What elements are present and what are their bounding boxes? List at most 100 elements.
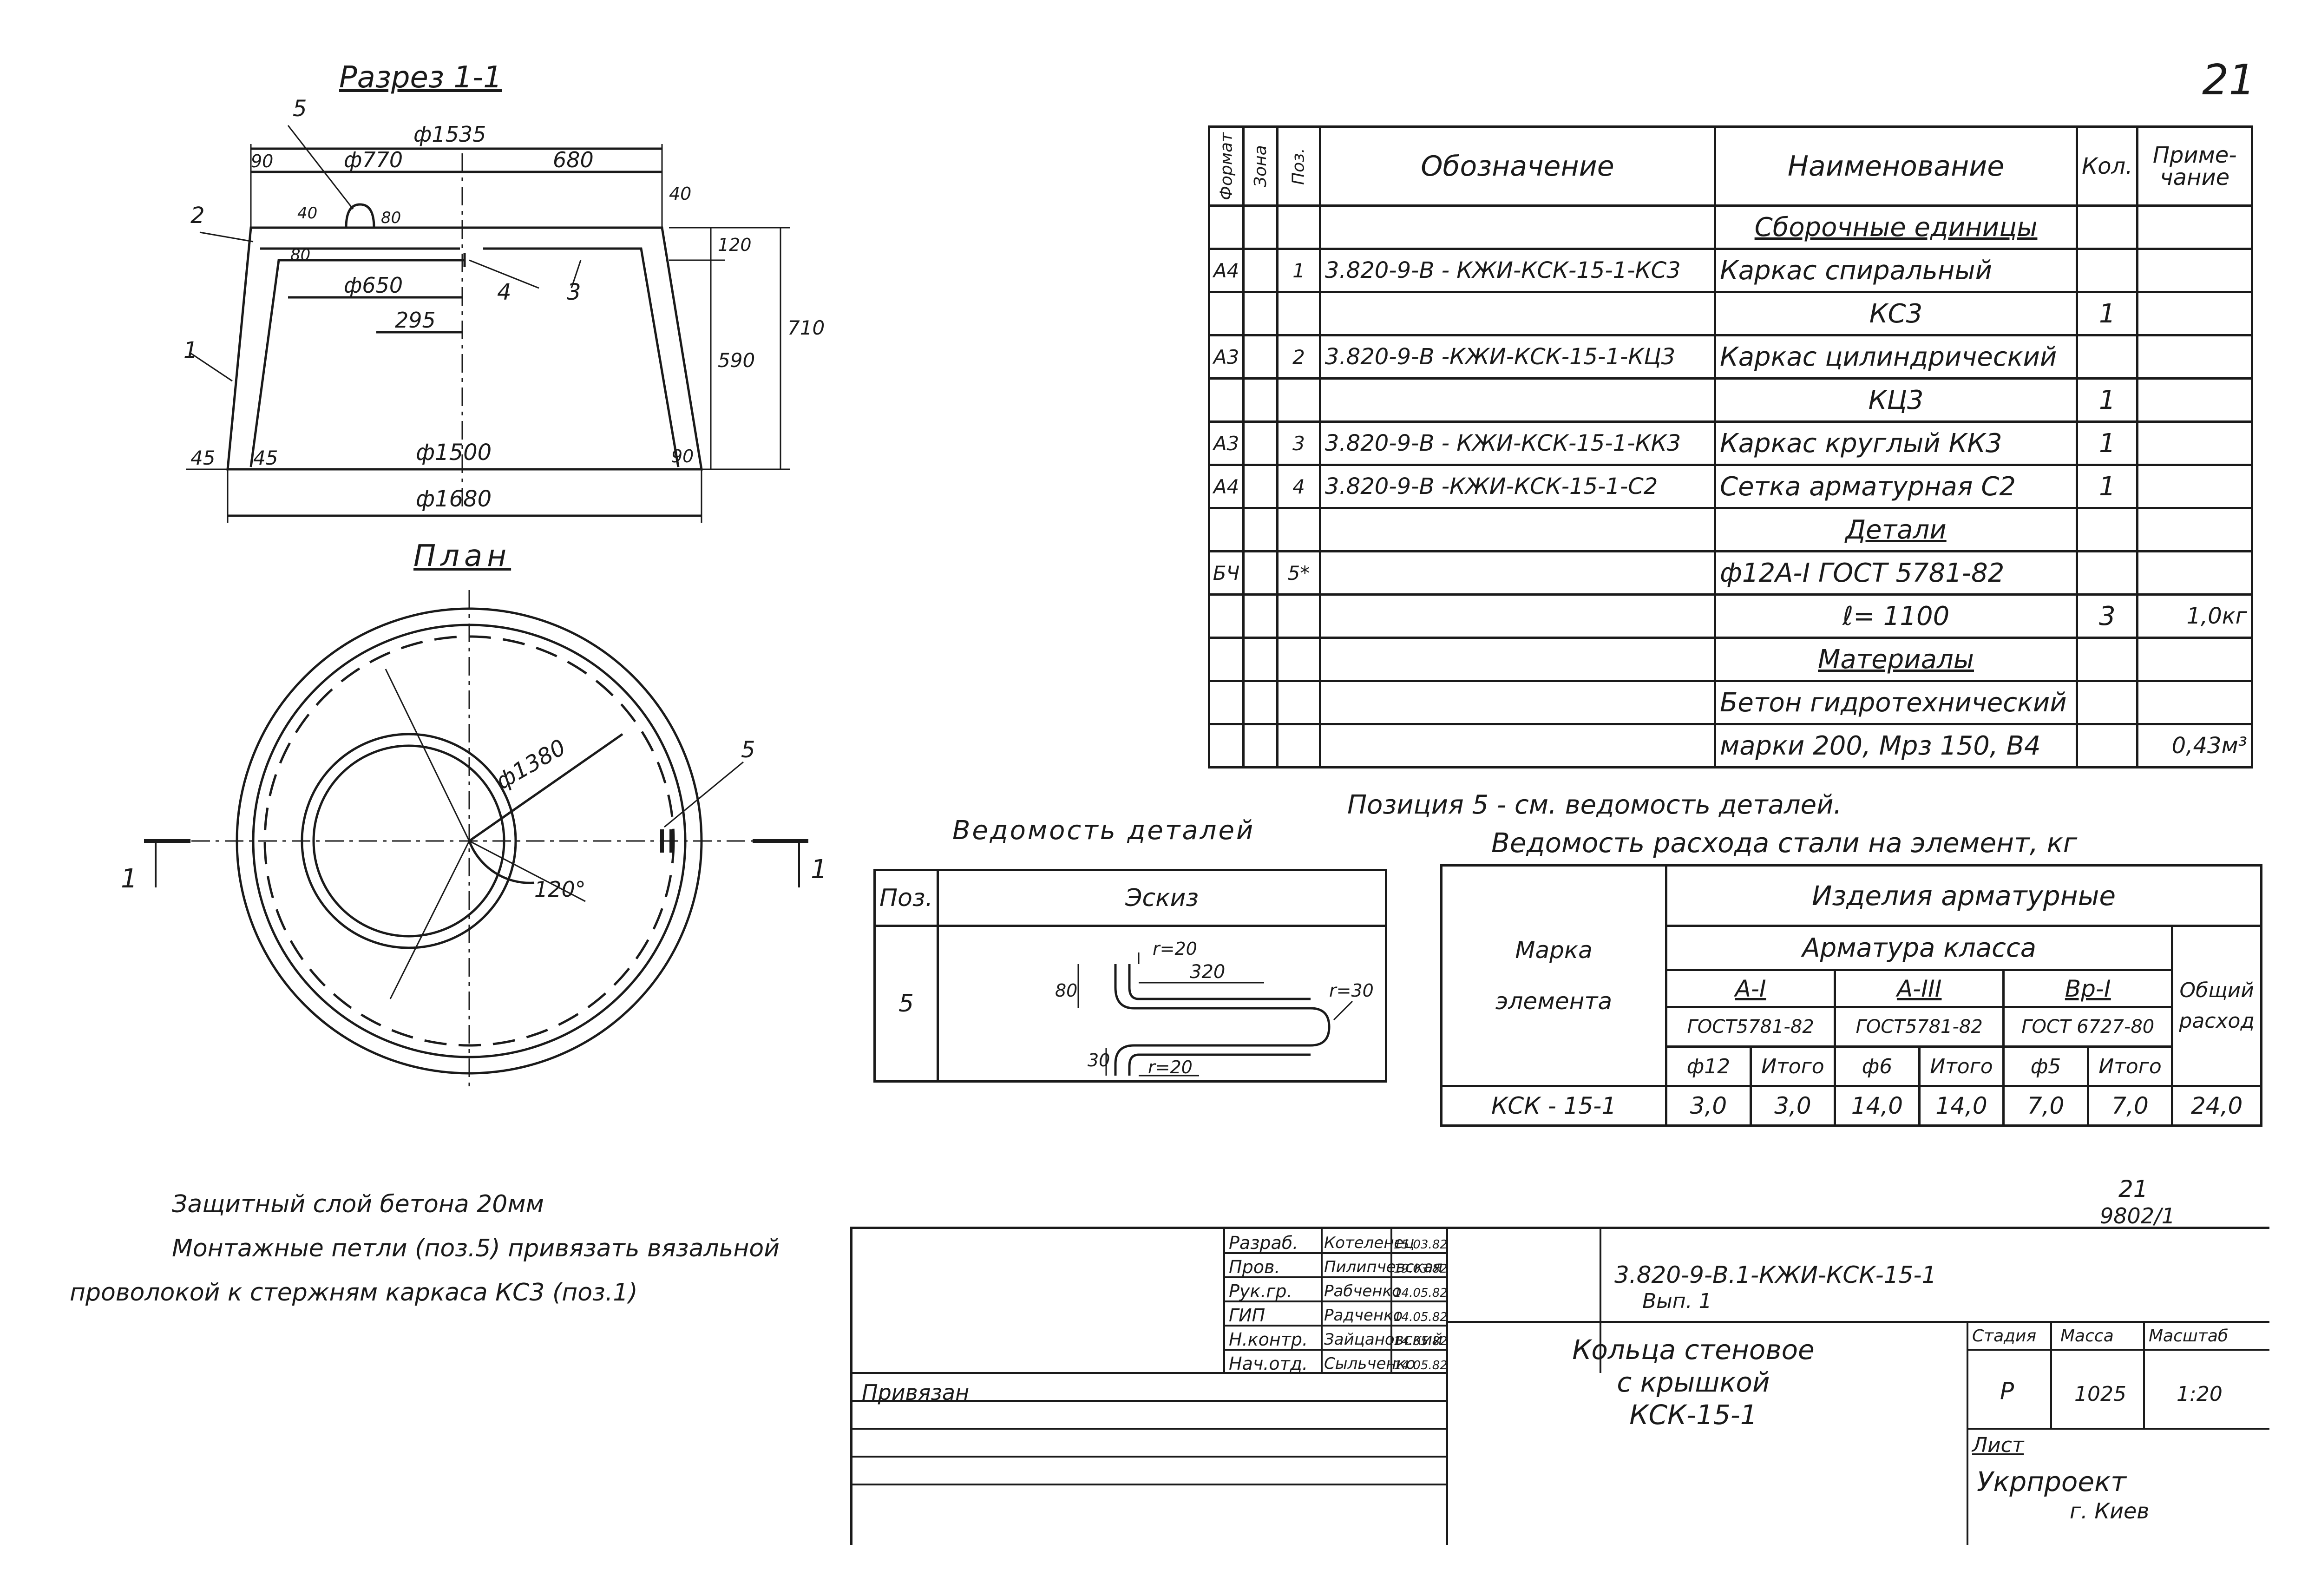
spec-cell: 3 [2076, 593, 2139, 639]
sketch-r20-bottom: r=20 [1148, 1057, 1193, 1077]
spec-cell [2136, 550, 2253, 596]
plan-title: План [413, 539, 511, 573]
spec-row: Бетон гидротехнический [1207, 680, 2253, 725]
spec-cell: ℓ= 1100 [1713, 593, 2079, 639]
dim-90a: 90 [251, 151, 273, 171]
stamp-name: Котеленец [1324, 1234, 1415, 1252]
dim-45b: 45 [253, 447, 278, 469]
spec-cell [1318, 204, 1716, 250]
spec-cell [2136, 680, 2253, 725]
spec-cell [1242, 204, 1279, 250]
spec-cell [2136, 334, 2253, 380]
steel-sub: Итого [1918, 1045, 2005, 1087]
dim-650: ф650 [344, 273, 403, 298]
spec-cell [2076, 334, 2139, 380]
stamp-stage: Р [2000, 1378, 2014, 1405]
sketch-80: 80 [1055, 980, 1077, 1001]
spec-cell: 1 [2076, 420, 2139, 466]
steel-cell: 3,0 [1749, 1085, 1836, 1127]
spec-cell: Каркас цилиндрический [1713, 334, 2079, 380]
steel-cell: 14,0 [1918, 1085, 2005, 1127]
spec-cell [2076, 680, 2139, 725]
spec-h-format: Формат [1209, 126, 1244, 206]
spec-cell [1207, 680, 1245, 725]
inv-number-2: 9802/1 [2100, 1203, 2175, 1228]
steel-h-class: Арматура класса [1665, 925, 2174, 971]
steel-gost-3: ГОСТ 6727-80 [2002, 1006, 2174, 1048]
spec-header-row: Формат Зона Поз. Обозначение Наименовани… [1209, 125, 2253, 207]
spec-cell: 3.820-9-В - КЖИ-КСК-15-1-КС3 [1318, 248, 1716, 293]
spec-cell [2076, 550, 2139, 596]
dim-80b: 80 [290, 246, 310, 264]
spec-cell: КЦ3 [1713, 377, 2079, 423]
dim-40a: 40 [297, 204, 317, 223]
stamp-dates: 15.03.82 19.03.82 14.05.82 14.05.82 14.0… [1394, 1233, 1448, 1378]
spec-cell [1318, 723, 1716, 768]
stamp-name: Пилипчевская [1324, 1258, 1443, 1276]
details-table: Поз. Эскиз 5 r=20 320 r=30 80 [873, 869, 1388, 1083]
stamp-date: 14.05.82 [1394, 1310, 1448, 1324]
position-note: Позиция 5 - см. ведомость деталей. [1347, 790, 1842, 820]
callout-4: 4 [497, 279, 511, 305]
spec-cell [1276, 291, 1321, 336]
spec-cell: 3 [1276, 420, 1321, 466]
spec-cell [2136, 204, 2253, 250]
spec-h-zone: Зона [1243, 126, 1278, 206]
spec-cell: 3.820-9-В -КЖИ-КСК-15-1-КЦ3 [1318, 334, 1716, 380]
callout-1: 1 [184, 337, 198, 363]
spec-cell: А4 [1207, 464, 1245, 509]
spec-cell [2136, 248, 2253, 293]
spec-cell [2136, 291, 2253, 336]
lifting-loop [345, 203, 375, 228]
spec-cell [1207, 377, 1245, 423]
steel-cell: 7,0 [2086, 1085, 2174, 1127]
spec-cell [2136, 464, 2253, 509]
stamp-role: Пров. [1229, 1257, 1280, 1277]
stamp-role: ГИП [1229, 1305, 1265, 1326]
steel-h-items: Изделия арматурные [1665, 864, 2262, 927]
spec-cell: Сетка арматурная С2 [1713, 464, 2079, 509]
spec-cell [1276, 723, 1321, 768]
spec-cell [2136, 420, 2253, 466]
stamp-date: 15.03.82 [1394, 1238, 1448, 1252]
stamp-role: Н.контр. [1229, 1329, 1308, 1350]
stamp-role: Рук.гр. [1229, 1281, 1292, 1301]
spec-cell [1318, 680, 1716, 725]
spec-table: Формат Зона Поз. Обозначение Наименовани… [1207, 125, 2253, 768]
spec-cell: А4 [1207, 248, 1245, 293]
callout-2: 2 [190, 203, 205, 229]
spec-cell: Каркас круглый КК3 [1713, 420, 2079, 466]
steel-sub: ф5 [2002, 1045, 2089, 1087]
spec-h-name: Наименование [1713, 125, 2079, 207]
stamp-title-line: Кольца стеновое [1572, 1334, 1815, 1366]
stamp-doc-code: 3.820-9-В.1-КЖИ-КСК-15-1 [1614, 1261, 1937, 1288]
spec-cell [1242, 723, 1279, 768]
steel-sub: ф12 [1665, 1045, 1752, 1087]
stamp-roles: Разраб. Пров. Рук.гр. ГИП Н.контр. Нач.о… [1229, 1231, 1308, 1376]
spec-cell [2076, 723, 2139, 768]
spec-cell: Детали [1713, 507, 2079, 552]
spec-cell [1242, 377, 1279, 423]
spec-h-designation: Обозначение [1318, 125, 1716, 207]
spec-cell [1207, 507, 1245, 552]
spec-cell [1276, 377, 1321, 423]
sketch-30: 30 [1088, 1050, 1110, 1071]
stamp-scale: 1:20 [2177, 1382, 2223, 1406]
spec-cell [2076, 204, 2139, 250]
spec-cell [1242, 680, 1279, 725]
callout-3: 3 [567, 279, 581, 305]
sketch-r20-top: r=20 [1153, 939, 1197, 959]
dim-710: 710 [787, 316, 825, 339]
steel-class-1: А-I [1665, 969, 1836, 1008]
dim-90b: 90 [671, 446, 694, 466]
stamp-names: Котеленец Пилипчевская Рабченко Радченко… [1324, 1231, 1442, 1376]
cut-mark-right: 1 [811, 854, 827, 885]
spec-h-pos: Поз. [1277, 126, 1320, 206]
spec-cell [1207, 723, 1245, 768]
spec-cell [1276, 680, 1321, 725]
sketch-320: 320 [1190, 961, 1225, 983]
steel-sub: Итого [1749, 1045, 1836, 1087]
